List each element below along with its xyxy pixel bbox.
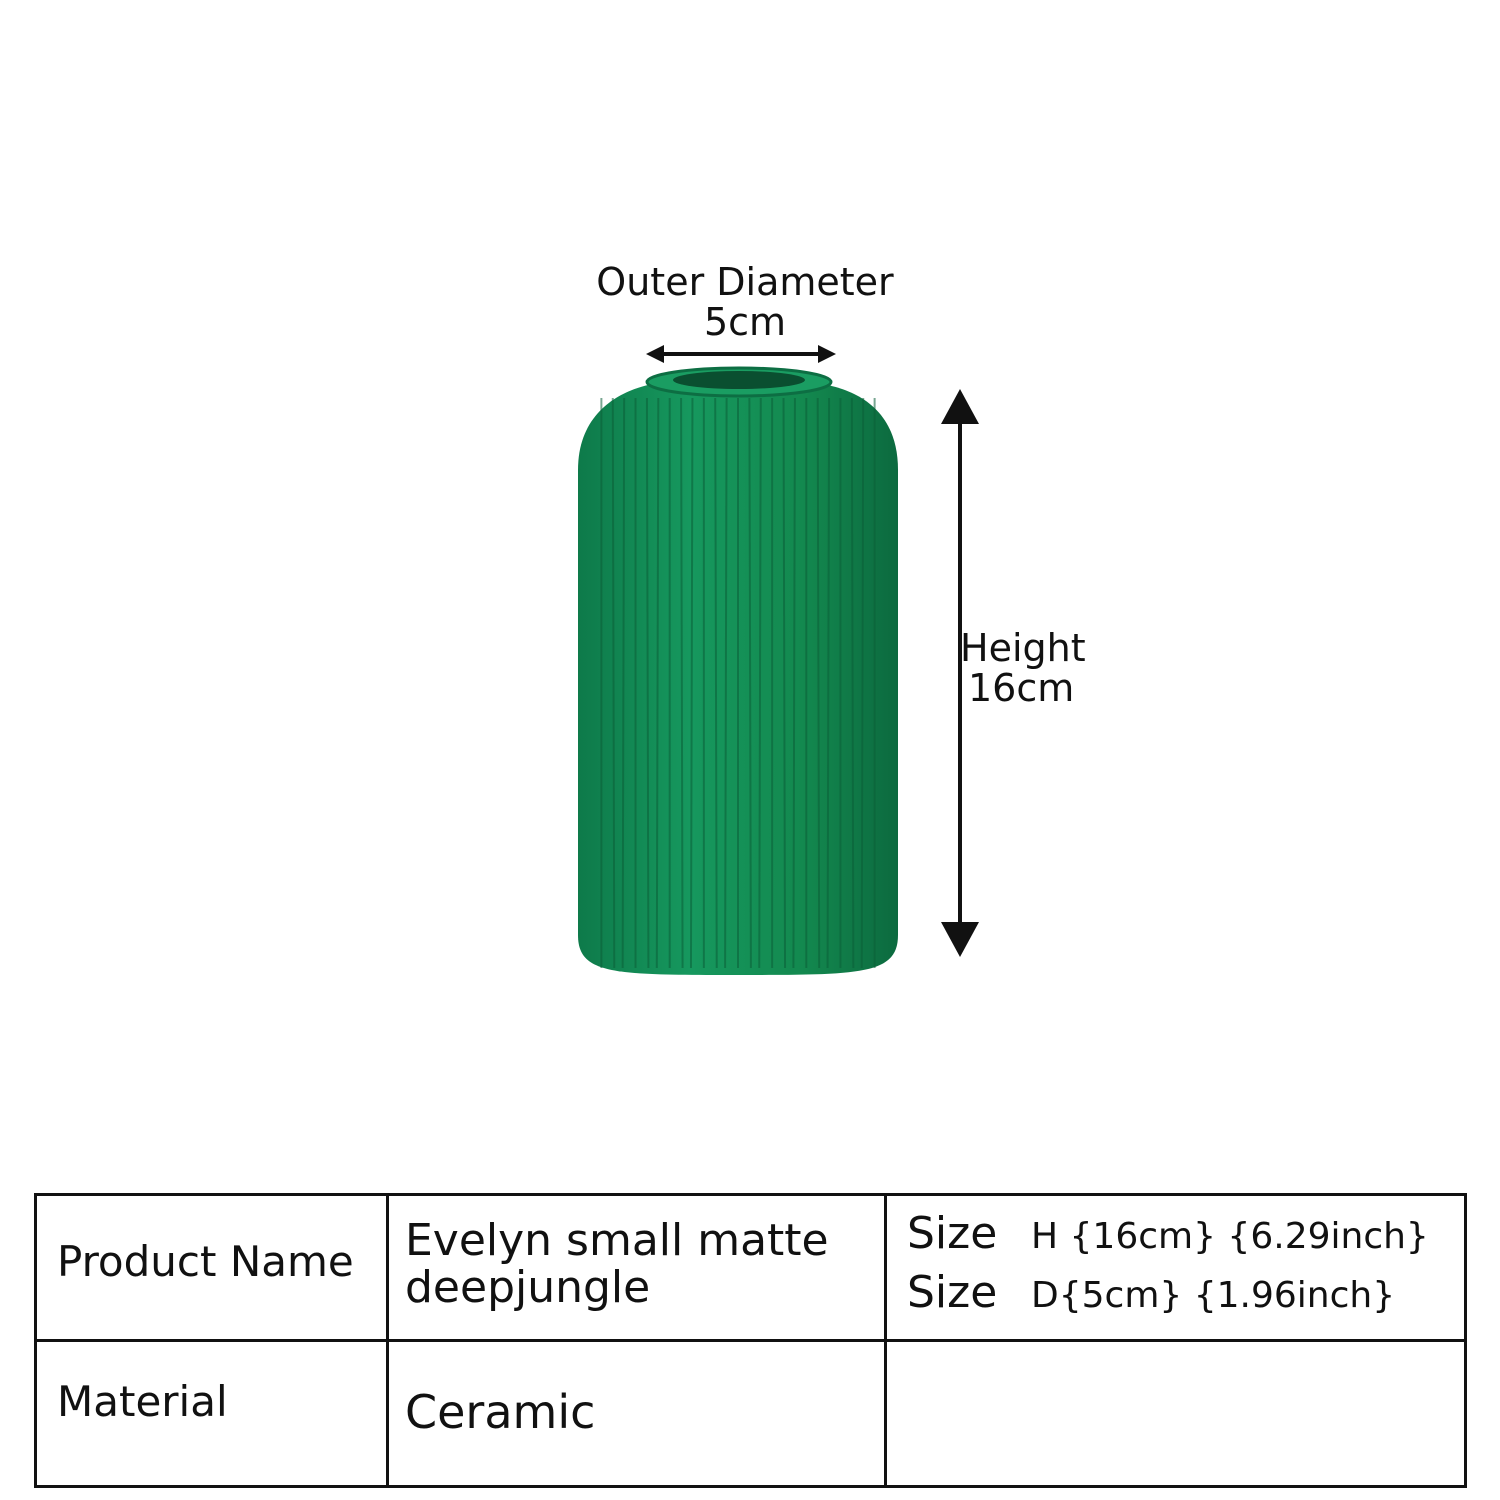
size-height-line: Size H {16cm} {6.29inch} [907, 1210, 1464, 1261]
vase-illustration [578, 345, 979, 975]
vase-rib [724, 397, 728, 969]
vase-rib [826, 397, 831, 969]
product-name-line-1: Evelyn small matte [405, 1215, 829, 1266]
vase-rib [655, 397, 660, 969]
table-row-product-name: Product Name Evelyn small matte deepjung… [34, 1193, 1467, 1342]
vase-rib [816, 397, 821, 969]
vase-rib [782, 397, 787, 969]
vase-rib [689, 397, 694, 969]
vase-rib [748, 397, 752, 969]
product-name-label: Product Name [57, 1237, 354, 1286]
table-row-material: Material Ceramic [34, 1339, 1467, 1488]
product-name-line-2: deepjungle [405, 1262, 651, 1313]
vase-rib [714, 397, 718, 969]
size-cell: Size H {16cm} {6.29inch} Size D{5cm} {1.… [884, 1193, 1467, 1342]
material-value-cell: Ceramic [386, 1339, 887, 1488]
material-label-cell: Material [34, 1339, 389, 1488]
height-label: Height 16cm [960, 628, 1130, 708]
size-height-word: Size [907, 1208, 998, 1259]
height-title: Height [960, 626, 1086, 670]
vase-rib [645, 397, 650, 969]
vase-rib [680, 397, 684, 969]
size-diameter-line: Size D{5cm} {1.96inch} [907, 1269, 1464, 1320]
product-name-label-cell: Product Name [34, 1193, 389, 1342]
outer-diameter-title: Outer Diameter [596, 260, 894, 304]
vase-rib [860, 397, 865, 969]
height-value: 16cm [968, 666, 1075, 710]
height-arrow [941, 389, 979, 957]
product-dimension-diagram: Outer Diameter 5cm Height 16cm [560, 262, 1130, 975]
diameter-arrow [646, 345, 836, 363]
material-label: Material [57, 1377, 228, 1426]
size-diameter-value: D{5cm} {1.96inch} [1031, 1275, 1396, 1316]
vase-rib [850, 397, 855, 969]
vase-rib [792, 397, 796, 969]
empty-cell [884, 1339, 1467, 1488]
size-diameter-word: Size [907, 1267, 998, 1318]
outer-diameter-value: 5cm [703, 300, 787, 344]
vase-rib [611, 397, 616, 969]
product-spec-table: Product Name Evelyn small matte deepjung… [34, 1193, 1467, 1488]
product-name-value-cell: Evelyn small matte deepjungle [386, 1193, 887, 1342]
size-height-value: H {16cm} {6.29inch} [1031, 1216, 1429, 1257]
outer-diameter-label: Outer Diameter 5cm [560, 262, 930, 342]
material-value: Ceramic [405, 1385, 596, 1439]
vase-ribs [600, 397, 876, 969]
vase-opening [673, 371, 805, 389]
vase-rib [621, 397, 626, 969]
vase-rib [758, 397, 762, 969]
